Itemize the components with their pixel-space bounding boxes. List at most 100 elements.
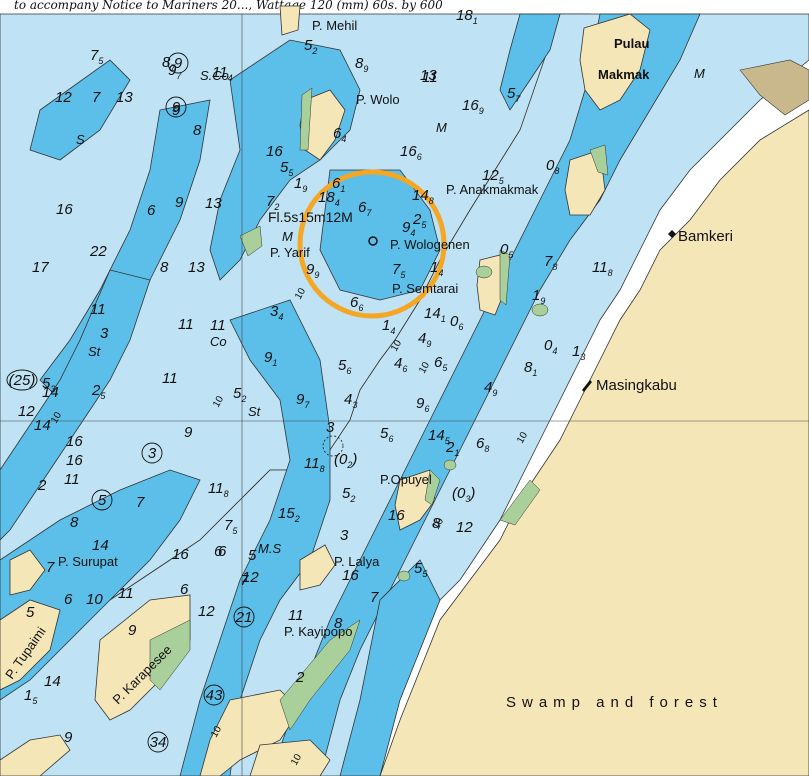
- masingkabu-marker-icon: [582, 380, 592, 392]
- seabed-m-3: M: [694, 66, 705, 81]
- sounding: 16: [266, 143, 283, 160]
- sounding: 148: [412, 187, 434, 206]
- label-swamp-forest: Swamp and forest: [506, 694, 723, 711]
- drying-height-ring: [91, 489, 113, 511]
- drying-height-ring: [203, 684, 225, 706]
- sounding: 9: [64, 729, 73, 746]
- sounding: (03): [452, 485, 475, 504]
- seabed-sco: S.Co: [200, 68, 229, 83]
- sounding: 118: [208, 480, 229, 499]
- light-characteristic: Fl.5s15m12M: [268, 209, 353, 225]
- label-makmak: Makmak: [598, 67, 650, 82]
- sounding: 11: [178, 316, 194, 333]
- sounding: 14: [42, 384, 59, 401]
- sounding: 10: [86, 591, 103, 608]
- intertidal-zones: [149, 87, 609, 731]
- seabed-st-2: St: [248, 404, 262, 419]
- drying-height: 34: [150, 734, 167, 751]
- sounding: 12: [456, 519, 473, 536]
- drying-height: 5: [98, 492, 107, 509]
- sounding: 5: [248, 547, 257, 564]
- sounding: 16: [56, 201, 73, 218]
- sounding: 14: [92, 537, 109, 554]
- sounding: 9: [175, 194, 184, 211]
- drying-height: 43: [206, 687, 223, 704]
- seabed-labels: S St Co St M M M.S S.Co M: [76, 66, 705, 556]
- seabed-ms: M.S: [258, 541, 281, 556]
- seabed-st-1: St: [88, 344, 102, 359]
- bamkeri-marker-icon: [668, 230, 676, 238]
- sounding: 14: [44, 673, 61, 690]
- sounding: 22: [89, 243, 107, 260]
- sounding: 11: [90, 301, 106, 318]
- sounding: 3: [326, 419, 335, 436]
- sounding: 7: [370, 589, 379, 606]
- label-anakmakmak: P. Anakmakmak: [446, 182, 539, 197]
- sounding: 2: [295, 669, 305, 686]
- sounding: 11: [118, 585, 134, 602]
- highlight-ring: [297, 169, 447, 319]
- contour-label: 10: [431, 516, 446, 532]
- sounding: 13: [116, 89, 133, 106]
- wharf-structure: [739, 59, 809, 116]
- sounding: 141: [424, 305, 446, 324]
- rock-symbol-icon: [322, 435, 344, 457]
- sounding: 12: [198, 603, 215, 620]
- sounding: 7: [46, 559, 55, 576]
- label-semtarai: P. Semtarai: [392, 281, 458, 296]
- drying-height-ring: [165, 96, 187, 118]
- contour-label: 10: [389, 338, 404, 354]
- land-areas: [0, 5, 809, 776]
- seabed-m-2: M: [282, 229, 293, 244]
- sounding: 169: [462, 97, 484, 116]
- sounding: 11: [288, 607, 304, 624]
- sounding: 16: [66, 433, 83, 450]
- sounding: 11: [422, 69, 438, 86]
- sounding: 16: [388, 507, 405, 524]
- sounding: 8: [160, 259, 169, 276]
- sounding: 181: [456, 7, 478, 26]
- sounding: 114: [212, 64, 233, 83]
- sounding: 166: [400, 143, 422, 162]
- sounding: 8: [193, 122, 202, 139]
- sounding: 17: [32, 259, 49, 276]
- sounding: 118: [304, 455, 325, 474]
- drying-height: 9: [172, 99, 181, 116]
- label-opuyel: P.Opuyel: [380, 472, 432, 487]
- sounding: 3: [340, 527, 349, 544]
- sounding: 8: [432, 515, 441, 532]
- sounding: 12: [18, 403, 35, 420]
- sounding: 11: [64, 471, 80, 488]
- label-masingkabu: Masingkabu: [596, 377, 677, 394]
- sounding: 14: [34, 417, 51, 434]
- sounding: 16: [342, 567, 359, 584]
- point-markers: [322, 230, 676, 457]
- label-wolo: P. Wolo: [356, 92, 400, 107]
- sounding: 7: [240, 572, 249, 589]
- sounding: 5: [26, 604, 35, 621]
- sounding: 7: [92, 89, 101, 106]
- sounding: 3: [100, 325, 109, 342]
- sounding: 6: [180, 581, 189, 598]
- sounding: 6: [214, 543, 223, 560]
- sounding: 16: [66, 452, 83, 469]
- sounding: 6: [218, 543, 227, 560]
- light-star-icon: [368, 236, 378, 246]
- sounding: 184: [318, 189, 340, 208]
- contour-label: 10: [515, 430, 530, 446]
- contour-label: 10: [211, 394, 226, 410]
- graticule: [0, 14, 809, 776]
- sounding: 9: [128, 622, 137, 639]
- sounding: 8: [334, 615, 343, 632]
- label-wologenen: P. Wologenen: [390, 237, 470, 252]
- sounding: 152: [278, 505, 300, 524]
- sounding: 13: [205, 195, 222, 212]
- sounding: 8: [70, 514, 79, 531]
- sounding: 13: [420, 67, 437, 84]
- sounding: 6: [147, 202, 156, 219]
- contour-label: 10: [417, 360, 432, 376]
- drying-height-ring: [141, 442, 163, 464]
